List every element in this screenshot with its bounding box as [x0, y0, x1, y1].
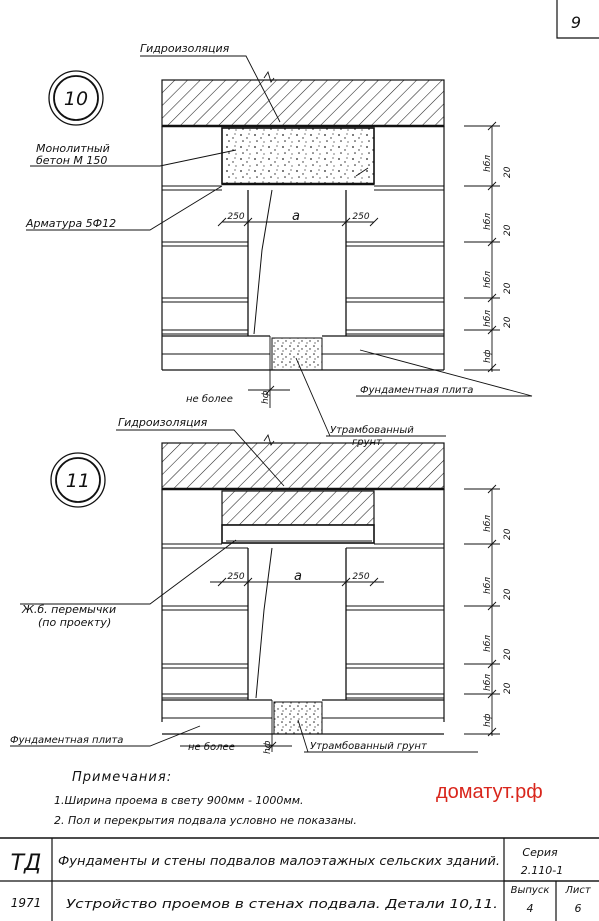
not-more-dimension	[248, 336, 290, 408]
dim-20-2: 20	[503, 588, 513, 600]
foundation-slab-label-10: Фундаментная плита	[360, 385, 473, 396]
watermark: доматут.рф	[436, 781, 543, 803]
dim-250-left: 250	[227, 212, 244, 222]
dim-hbl-3: hбл	[483, 635, 493, 652]
vertical-dimension-chain	[464, 484, 500, 737]
dim-hbl-2: hбл	[483, 213, 493, 230]
title-block	[0, 837, 599, 921]
dim-hbl-4: hбл	[483, 674, 493, 691]
slab-hatch	[161, 79, 445, 127]
detail-11-marker: 11	[50, 452, 106, 508]
dim-a: a	[292, 209, 300, 224]
dim-250-right: 250	[352, 212, 369, 222]
sheet-number: 9	[571, 13, 581, 32]
waterproofing-label-11: Гидроизоляция	[118, 416, 208, 429]
block-courses-left	[161, 126, 248, 370]
detail-11: 11	[10, 416, 513, 754]
dim-20-3: 20	[503, 282, 513, 294]
rebar-label: Арматура 5Ф12	[25, 217, 116, 230]
sheet-value: 6	[575, 902, 582, 915]
note-1: 1.Ширина проема в свету 900мм - 1000мм.	[54, 794, 304, 807]
dim-20-3: 20	[503, 648, 513, 660]
sheet-label: Лист	[564, 885, 592, 896]
not-more-hf: hф	[263, 740, 273, 754]
dim-250-left: 250	[227, 572, 244, 582]
title-line-1: Фундаменты и стены подвалов малоэтажных …	[58, 854, 500, 868]
slab-hatch	[161, 442, 445, 490]
issue-value: 4	[527, 902, 534, 915]
dim-20-2: 20	[503, 224, 513, 236]
rammed-soil	[273, 701, 323, 735]
dim-20-4: 20	[503, 316, 513, 328]
concrete-label-2: бетон М 150	[36, 154, 107, 167]
title-line-2: Устройство проемов в стенах подвала. Дет…	[66, 897, 498, 911]
dimension-line-top	[217, 217, 379, 227]
dim-hf: hф	[483, 713, 493, 727]
year: 1971	[11, 896, 42, 910]
not-more-label: не более	[186, 393, 233, 405]
rc-lintel	[221, 524, 375, 544]
opening	[247, 189, 347, 336]
lintels-label-2: (по проекту)	[38, 616, 111, 629]
waterproofing-label-10: Гидроизоляция	[140, 42, 230, 55]
logo-td: ТД	[11, 851, 42, 876]
dim-hbl-2: hбл	[483, 577, 493, 594]
opening	[247, 547, 347, 700]
detail-11-number: 11	[66, 470, 90, 492]
dim-hbl-4: hбл	[483, 310, 493, 327]
sheet-number-box: 9	[556, 0, 599, 39]
break-mark	[263, 433, 275, 446]
infill-hatch	[221, 490, 375, 526]
not-more-hf: hф	[261, 390, 271, 404]
dim-20-1: 20	[503, 528, 513, 540]
note-2: 2. Пол и перекрытия подвала условно не п…	[54, 814, 357, 827]
notes: Примечания: 1.Ширина проема в свету 900м…	[54, 770, 357, 827]
detail-10: 10	[25, 42, 533, 448]
dim-hbl-3: hбл	[483, 271, 493, 288]
notes-heading: Примечания:	[72, 770, 172, 785]
rammed-soil	[271, 337, 323, 371]
detail-10-number: 10	[64, 88, 88, 110]
break-mark	[263, 70, 275, 83]
series-label: Серия	[522, 846, 558, 859]
detail-10-marker: 10	[48, 70, 104, 126]
vertical-dimension-chain	[464, 121, 500, 373]
not-more-dimension	[180, 700, 292, 752]
block-courses-right	[346, 489, 445, 722]
not-more-label: не более	[188, 741, 235, 753]
issue-label: Выпуск	[511, 885, 550, 896]
monolithic-concrete	[221, 127, 375, 185]
dim-a: a	[294, 569, 302, 584]
rammed-label-1: Утрамбованный	[330, 424, 414, 436]
series-value: 2.110-1	[521, 864, 563, 877]
dimension-line-top	[210, 577, 384, 587]
concrete-label-1: Монолитный	[36, 142, 110, 155]
block-courses-right	[346, 126, 445, 370]
leader-lines	[26, 55, 533, 437]
dim-hbl-1: hбл	[483, 515, 493, 532]
dim-hf: hф	[483, 349, 493, 363]
foundation-slab-label-11: Фундаментная плита	[10, 735, 123, 746]
dim-20-1: 20	[503, 166, 513, 178]
lintels-label-1: Ж.б. перемычки	[21, 603, 116, 616]
leader-lines	[10, 429, 478, 753]
block-courses-left	[161, 489, 248, 722]
dim-250-right: 250	[352, 572, 369, 582]
dim-20-4: 20	[503, 682, 513, 694]
dim-hbl-1: hбл	[483, 155, 493, 172]
rammed-full-label: Утрамбованный грунт	[310, 740, 428, 752]
